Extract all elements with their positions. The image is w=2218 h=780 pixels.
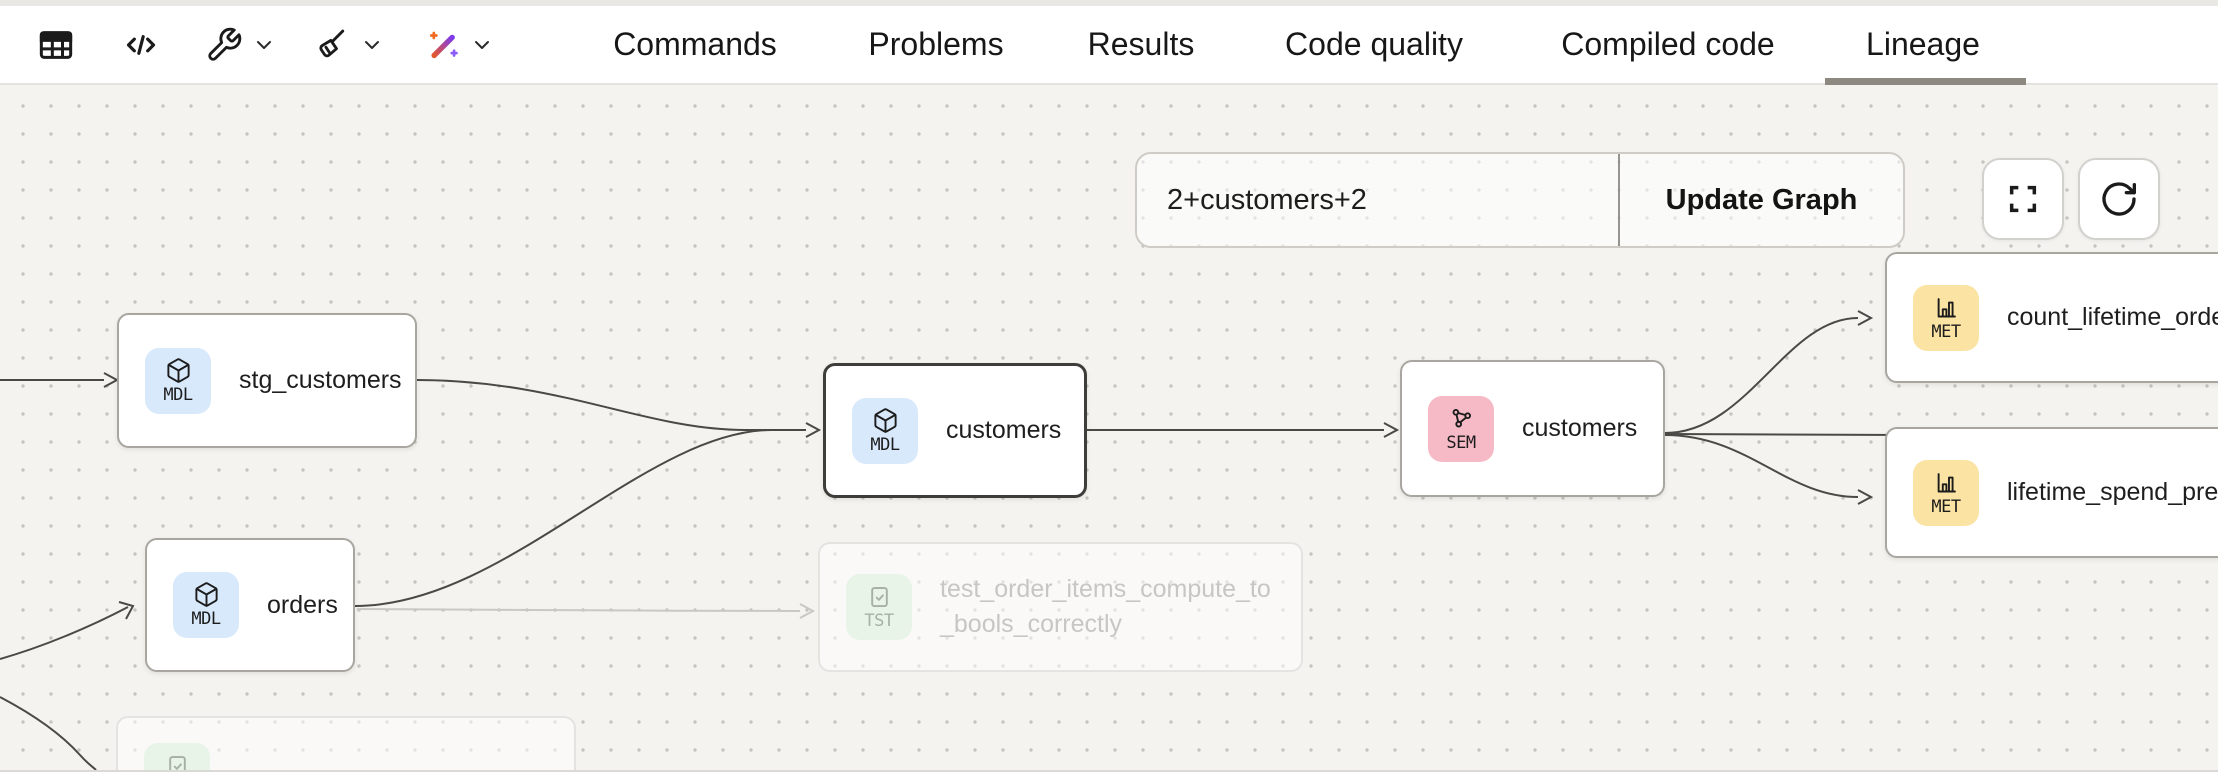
tab-results[interactable]: Results — [1087, 26, 1195, 62]
bottom-strip — [0, 770, 2218, 780]
chevron-down-icon[interactable] — [252, 33, 276, 57]
table-icon[interactable] — [36, 25, 76, 65]
refresh-button[interactable] — [2078, 158, 2160, 240]
tab-lineage[interactable]: Lineage — [1866, 26, 1980, 62]
wrench-icon[interactable] — [205, 26, 243, 64]
tab-code-quality[interactable]: Code quality — [1285, 26, 1463, 62]
magic-wand-icon[interactable] — [424, 26, 462, 64]
cube-icon — [166, 357, 190, 383]
tab-compiled-code[interactable]: Compiled code — [1561, 26, 1775, 62]
node-label: test_order_items_compute_to_bools_correc… — [940, 575, 1271, 638]
code-icon[interactable] — [121, 25, 161, 65]
lineage-canvas[interactable]: MDL stg_customers MDL orders MDL custome… — [0, 85, 2218, 770]
node-label: stg_customers — [239, 366, 402, 394]
model-badge: MDL — [145, 347, 211, 414]
model-badge: MDL — [173, 572, 239, 638]
window-top-strip — [0, 0, 2218, 6]
node-label: orders — [267, 590, 338, 619]
node-label: lifetime_spend_pretax — [2007, 478, 2218, 506]
toolbar: Commands Problems Results Code quality C… — [0, 6, 2218, 85]
node-stg-customers[interactable]: MDL stg_customers — [117, 313, 417, 448]
model-badge: MDL — [852, 397, 918, 464]
clipboard-check-icon — [870, 587, 888, 608]
test-badge: TST — [144, 743, 210, 770]
node-label: count_lifetime_orders — [2007, 303, 2218, 331]
metric-badge: MET — [1913, 284, 1979, 351]
refresh-icon — [2102, 182, 2136, 216]
bar-chart-icon — [1937, 297, 1956, 317]
tab-commands[interactable]: Commands — [613, 26, 777, 62]
fullscreen-button[interactable] — [1982, 158, 2064, 240]
metric-badge: MET — [1913, 459, 1979, 526]
chevron-down-icon[interactable] — [360, 33, 384, 57]
node-test-order-items[interactable]: TST test_order_items_compute_to_bools_co… — [818, 542, 1303, 672]
tab-problems[interactable]: Problems — [868, 26, 1004, 62]
node-lifetime-spend-pretax[interactable]: MET lifetime_spend_pretax — [1885, 427, 2218, 558]
semantic-badge: SEM — [1428, 395, 1494, 462]
clipboard-check-icon — [168, 756, 186, 770]
bar-chart-icon — [1937, 472, 1956, 492]
network-icon — [1452, 408, 1471, 427]
node-orders[interactable]: MDL orders — [145, 538, 355, 672]
selector-divider — [1618, 154, 1620, 246]
update-graph-button[interactable]: Update Graph — [1665, 183, 1858, 216]
node-customers-model[interactable]: MDL customers — [823, 363, 1087, 498]
node-count-lifetime-orders[interactable]: MET count_lifetime_orders — [1885, 252, 2218, 383]
model-selector-input[interactable]: 2+customers+2 — [1167, 183, 1367, 216]
active-tab-underline — [1825, 78, 2026, 85]
test-badge: TST — [846, 574, 912, 640]
cube-icon — [194, 582, 218, 607]
node-customers-semantic[interactable]: SEM customers — [1400, 360, 1665, 497]
cube-icon — [873, 407, 897, 433]
lineage-selector-box: 2+customers+2 Update Graph — [1135, 152, 1905, 248]
broom-icon[interactable] — [313, 26, 351, 64]
node-label: customers — [1522, 414, 1638, 442]
chevron-down-icon[interactable] — [470, 33, 494, 57]
node-test-partial[interactable]: TST — [116, 716, 576, 770]
node-label: customers — [946, 416, 1062, 444]
fullscreen-icon — [2009, 185, 2037, 213]
